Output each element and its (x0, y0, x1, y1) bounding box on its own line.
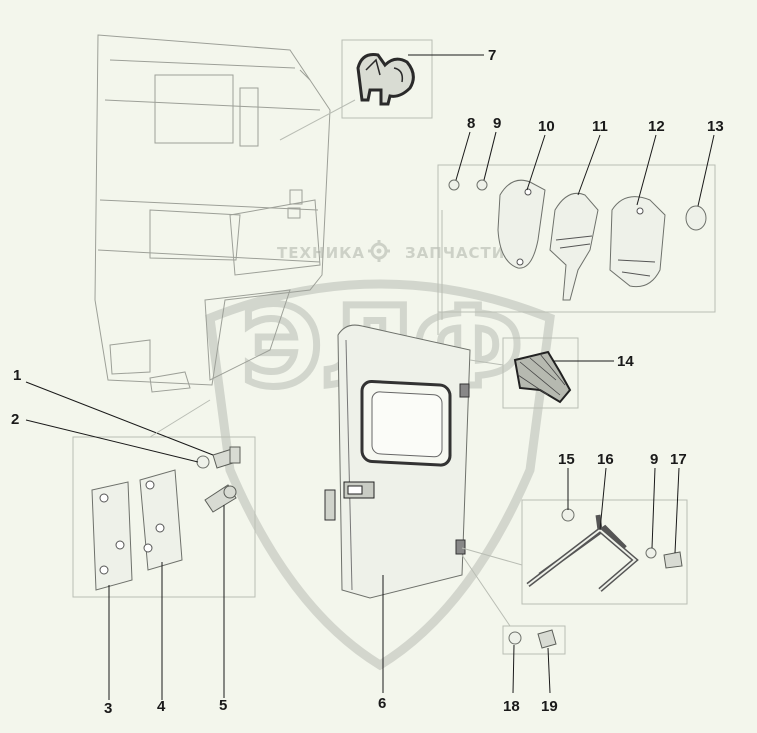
callout-9b: 9 (650, 451, 658, 468)
callout-12: 12 (648, 118, 665, 135)
callout-16: 16 (597, 451, 614, 468)
callout-labels: 1 2 3 4 5 6 7 8 9 10 11 12 13 14 15 16 9… (11, 47, 724, 717)
bolt-15 (561, 508, 575, 522)
door-handle-assembly (324, 481, 375, 521)
callout-7: 7 (488, 47, 496, 64)
cabin-door-6 (324, 324, 471, 599)
gasket-3 (91, 481, 133, 591)
seal-profile (356, 53, 415, 106)
watermark-shield (205, 279, 555, 671)
callout-15: 15 (558, 451, 575, 468)
leader-lines (25, 54, 715, 700)
callout-18: 18 (503, 698, 520, 715)
callout-2: 2 (11, 411, 19, 428)
grab-handle-group (521, 499, 688, 605)
watermark-right-text: ЗАПЧАСТИ (405, 244, 505, 262)
seal-section-14 (513, 350, 572, 404)
callout-5: 5 (219, 697, 227, 714)
callout-10: 10 (538, 118, 555, 135)
callout-3: 3 (104, 700, 112, 717)
handle-cover-10 (497, 179, 546, 269)
washer-2 (196, 455, 210, 469)
callout-11: 11 (592, 118, 608, 135)
callout-17: 17 (670, 451, 687, 468)
callout-19: 19 (541, 698, 558, 715)
callout-1: 1 (13, 367, 21, 384)
watermark-left-text: ТЕХНИКА (277, 244, 365, 262)
washer-9b (645, 547, 657, 559)
callout-14: 14 (617, 353, 634, 370)
gear-icon (368, 240, 390, 262)
callout-13: 13 (707, 118, 724, 135)
seal-section-group (502, 337, 579, 409)
cabin-body (94, 34, 331, 393)
hinge-parts-group (72, 436, 256, 598)
callout-4: 4 (157, 698, 166, 715)
seal-profile-group (341, 39, 433, 119)
washer-18 (508, 631, 522, 645)
handle-parts-group (437, 164, 716, 335)
plug-13 (685, 205, 707, 231)
callout-9a: 9 (493, 115, 501, 132)
door-handle-11 (549, 192, 599, 301)
grab-handle-16 (526, 514, 639, 592)
screw-19 (537, 629, 557, 649)
callout-8: 8 (467, 115, 475, 132)
callout-6: 6 (378, 695, 386, 712)
handle-housing-12 (609, 196, 666, 288)
washer-9 (476, 179, 488, 191)
bolt-17 (663, 551, 683, 569)
washer-8 (448, 179, 460, 191)
fastener-group (502, 625, 566, 655)
